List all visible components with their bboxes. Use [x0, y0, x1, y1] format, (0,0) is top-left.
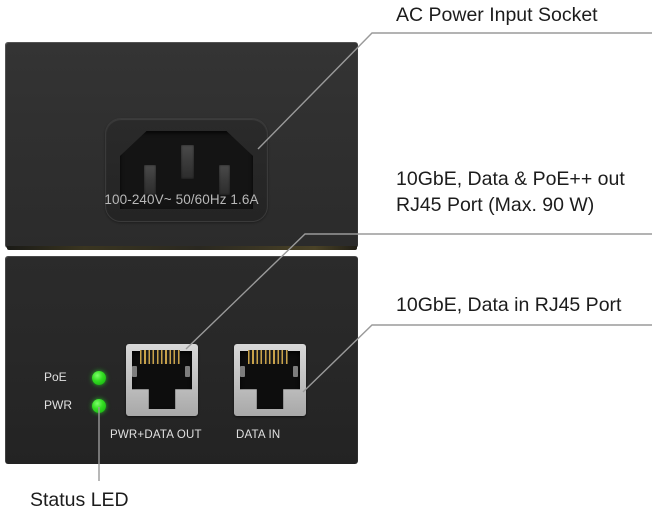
annotation-line: 10GbE, Data & PoE++ out — [396, 168, 625, 190]
annotation-line: AC Power Input Socket — [396, 4, 598, 26]
annotation-ac-power-input-socket: AC Power Input Socket — [396, 2, 598, 28]
led-label-pwr: PWR — [44, 398, 72, 412]
ac-pin-slot-line — [144, 165, 156, 195]
annotation-poe-out-port: 10GbE, Data & PoE++ out RJ45 Port (Max. … — [396, 166, 625, 218]
annotation-line: 10GbE, Data in RJ45 Port — [396, 294, 622, 316]
device-top-panel — [5, 42, 358, 248]
ac-power-input-socket[interactable] — [105, 118, 268, 222]
rj45-shield-tab-left-out — [132, 366, 137, 377]
annotation-line: Status LED — [30, 489, 129, 511]
led-label-poe: PoE — [44, 370, 67, 384]
annotation-data-in-port: 10GbE, Data in RJ45 Port — [396, 292, 621, 318]
ac-pin-slot-neutral — [219, 165, 230, 195]
rj45-shield-tab-right-in — [293, 366, 298, 377]
annotation-line: RJ45 Port (Max. 90 W) — [396, 194, 595, 216]
rj45-shield-tab-left-in — [240, 366, 245, 377]
rj45-shield-tab-right-out — [185, 366, 190, 377]
led-indicator-pwr — [92, 399, 106, 413]
panel-seam-strip — [7, 246, 357, 250]
annotation-status-led: Status LED — [30, 487, 129, 513]
port-label-data-in: DATA IN — [236, 429, 281, 441]
rj45-contact-pins-out — [140, 350, 180, 364]
ac-pin-slot-earth — [181, 145, 194, 179]
led-indicator-poe — [92, 371, 106, 385]
ac-rating-label: 100-240V~ 50/60Hz 1.6A — [104, 192, 259, 207]
rj45-contact-pins-in — [248, 350, 288, 364]
port-label-pwr-data-out: PWR+DATA OUT — [110, 429, 202, 441]
ac-socket-cavity — [120, 131, 253, 209]
